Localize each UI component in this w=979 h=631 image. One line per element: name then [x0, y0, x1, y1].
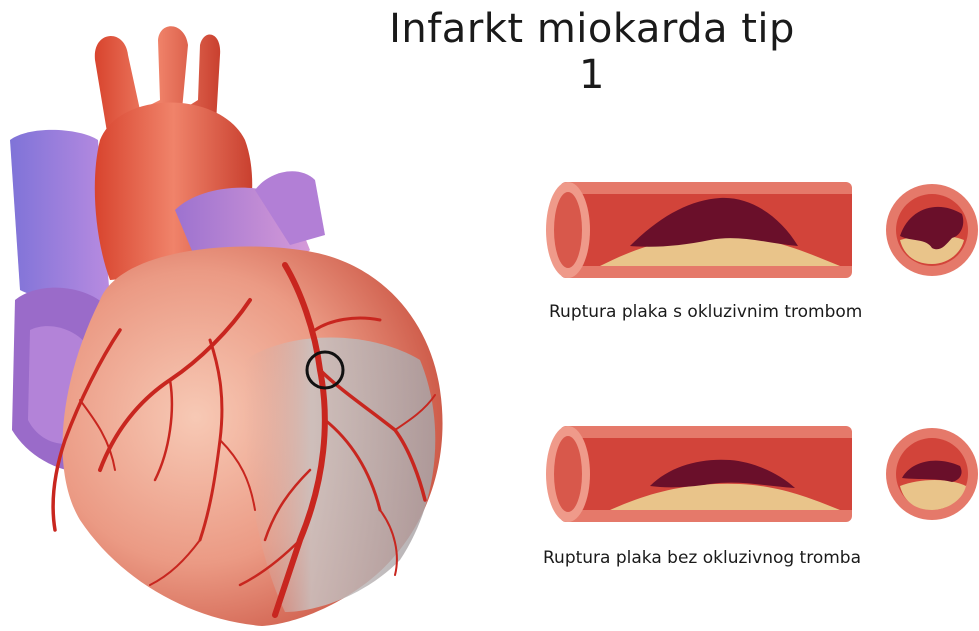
- vessel-diagram-occlusive: [540, 176, 979, 286]
- caption-nonocclusive: Ruptura plaka bez okluzivnog tromba: [543, 548, 861, 568]
- vena-cava: [10, 130, 110, 304]
- caption-occlusive: Ruptura plaka s okluzivnim trombom: [549, 302, 862, 322]
- vessel-diagram-nonocclusive: [540, 420, 979, 530]
- heart-illustration: [0, 0, 520, 631]
